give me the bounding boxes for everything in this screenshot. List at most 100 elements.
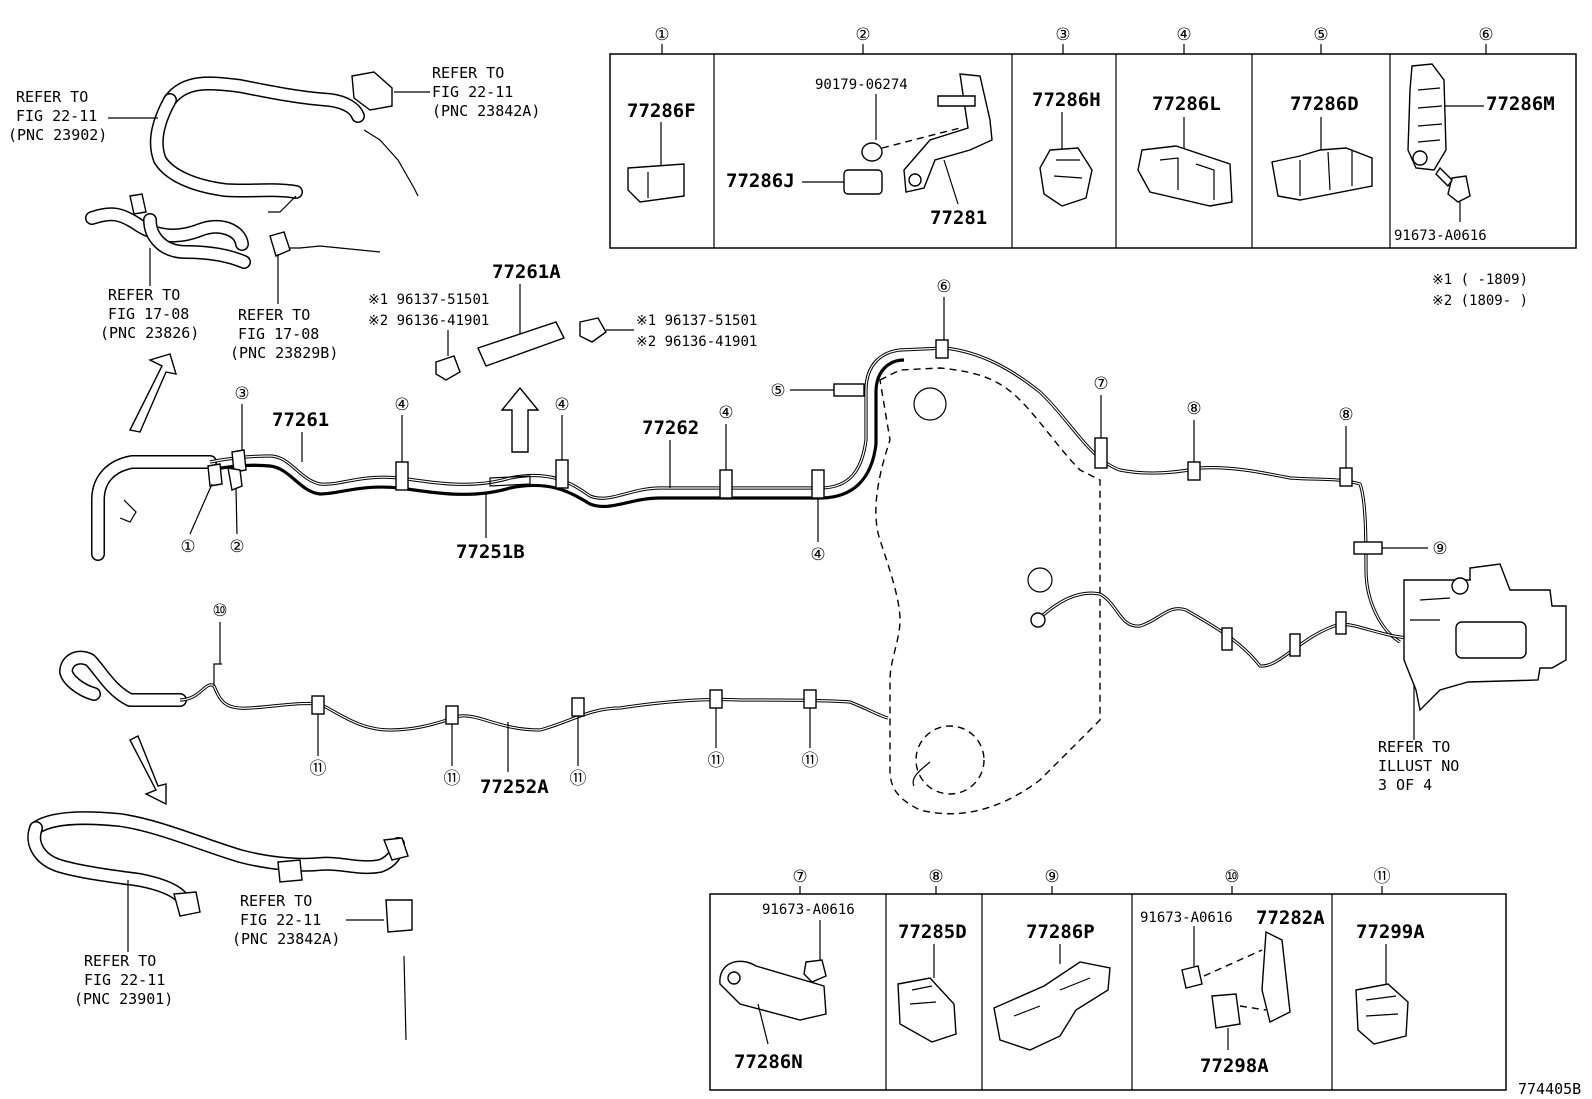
- clip-branch-c: [1335, 611, 1347, 635]
- callout-11d: ⑪: [708, 751, 725, 771]
- clip-9: [1353, 541, 1383, 555]
- ref-illust-l3: 3 OF 4: [1378, 776, 1432, 794]
- clip-77286F-icon: [627, 163, 685, 203]
- ref-22-11-23901-l1: REFER TO: [84, 952, 156, 970]
- diagram-id: 774405B: [1518, 1080, 1581, 1098]
- clip-11a: [311, 695, 325, 715]
- ref-17-08-23829B-l2: FIG 17-08: [238, 325, 319, 343]
- part-77299A: 77299A: [1356, 921, 1425, 943]
- arrow-up-left-icon: [128, 353, 178, 433]
- callout-11b: ⑪: [444, 769, 461, 789]
- clip-77286D-icon: [1271, 147, 1373, 201]
- tank-port-upper: [913, 387, 947, 421]
- clip-left-icon: [435, 355, 461, 381]
- bolt-p10-icon: [1181, 965, 1203, 989]
- clip-right-note-1: ※1 96137-51501: [636, 313, 757, 329]
- upper-pipe-assembly: [91, 339, 1567, 740]
- part-77262: 77262: [642, 417, 699, 439]
- tank-port-middle: [1027, 567, 1053, 593]
- ref-22-11-23842A-bottom-l1: REFER TO: [240, 892, 312, 910]
- clip-77299A-icon: [1355, 983, 1409, 1045]
- ref-22-11-23902-l3: (PNC 23902): [8, 126, 107, 144]
- part-90179-06274: 90179-06274: [815, 77, 908, 93]
- clip-2: [227, 467, 243, 491]
- part-77285D: 77285D: [898, 921, 967, 943]
- panel-num-9: ⑨: [1044, 867, 1059, 887]
- callout-2: ②: [229, 537, 244, 557]
- part-77261A: 77261A: [492, 261, 561, 283]
- ref-22-11-23901-l2: FIG 22-11: [84, 971, 165, 989]
- clip-11d: [709, 689, 723, 709]
- lower-pipe-assembly: [59, 650, 889, 806]
- ref-17-08-23829B-l1: REFER TO: [238, 306, 310, 324]
- bracket-77282A-icon: [1261, 930, 1291, 1024]
- callout-8b: ⑧: [1338, 405, 1353, 425]
- clip-8b: [1339, 467, 1353, 487]
- clip-11c: [571, 697, 585, 717]
- hose-77261A-detail: 77261A ※1 96137-51501 ※2 96136-41901 ※1 …: [368, 261, 757, 453]
- panel-num-4: ④: [1176, 25, 1191, 45]
- callout-1: ①: [180, 537, 195, 557]
- panel-num-2: ②: [855, 25, 870, 45]
- hose-77261A-icon: [477, 321, 565, 367]
- clip-4c: [719, 469, 733, 499]
- panel-num-7: ⑦: [792, 867, 807, 887]
- clip-6: [935, 339, 949, 359]
- ref-22-11-23842A-top-l1: REFER TO: [432, 64, 504, 82]
- legend-note-1: ※1 ( -1809): [1432, 272, 1528, 288]
- part-77298A: 77298A: [1200, 1055, 1269, 1077]
- top-left-hose-detail: REFER TO FIG 22-11 (PNC 23842A) REFER TO…: [8, 64, 540, 433]
- part-91673-A0616-top: 91673-A0616: [1394, 228, 1487, 244]
- part-77251B: 77251B: [456, 541, 525, 563]
- part-77286J: 77286J: [726, 170, 795, 192]
- arrow-down-left-icon: [129, 735, 167, 806]
- part-91673-A0616-p7: 91673-A0616: [762, 902, 855, 918]
- ref-22-11-23901-l3: (PNC 23901): [74, 990, 173, 1008]
- part-91673-A0616-p10: 91673-A0616: [1140, 910, 1233, 926]
- clip-1: [207, 463, 223, 487]
- panel-num-5: ⑤: [1313, 25, 1328, 45]
- ref-22-11-23842A-bottom-l2: FIG 22-11: [240, 911, 321, 929]
- clip-77285D-icon: [897, 977, 957, 1043]
- clip-3: [231, 449, 247, 473]
- clip-7: [1094, 437, 1108, 469]
- clip-right-icon: [579, 317, 607, 343]
- callout-11c: ⑪: [570, 769, 587, 789]
- callout-4c: ④: [718, 403, 733, 423]
- callout-6: ⑥: [936, 277, 951, 297]
- callout-11a: ⑪: [310, 759, 327, 779]
- clip-11e: [803, 689, 817, 709]
- clip-right-note-2: ※2 96136-41901: [636, 334, 757, 350]
- ref-17-08-23829B-l3: (PNC 23829B): [230, 344, 338, 362]
- bracket-77286P-icon: [993, 961, 1111, 1051]
- panel-num-8: ⑧: [928, 867, 943, 887]
- ref-illust-l2: ILLUST NO: [1378, 757, 1459, 775]
- callouts: ③ ① ② ④ ④ ④ ④ ⑤ ⑥ ⑦ ⑧ ⑧ ⑨ ⑩ ⑪ ⑪ ⑪ ⑪: [180, 277, 1447, 789]
- arrow-up-icon: [500, 386, 540, 453]
- grommet-icon: [861, 142, 883, 162]
- part-77261: 77261: [272, 409, 329, 431]
- part-77286D: 77286D: [1290, 93, 1359, 115]
- part-77286N: 77286N: [734, 1051, 803, 1073]
- bottom-left-hose-detail: REFER TO FIG 22-11 (PNC 23842A) REFER TO…: [27, 811, 413, 1041]
- callout-7: ⑦: [1093, 374, 1108, 394]
- ref-17-08-23826-l2: FIG 17-08: [108, 305, 189, 323]
- callout-4a: ④: [394, 395, 409, 415]
- top-panel-frame: [609, 53, 1577, 249]
- top-parts-panel: ① ② ③ ④ ⑤ ⑥ 77286F 90179-06274 77286J 77…: [609, 25, 1577, 249]
- callout-11e: ⑪: [802, 751, 819, 771]
- bolt-icon: [1447, 175, 1471, 203]
- fuel-tank-outline: [875, 367, 1101, 815]
- legend-note-2: ※2 (1809- ): [1432, 293, 1528, 309]
- bolt-p7-icon: [803, 959, 827, 983]
- callout-10: ⑩: [212, 601, 227, 621]
- bottom-panel-frame: [709, 893, 1507, 1091]
- part-77282A: 77282A: [1256, 907, 1325, 929]
- clip-left-note-1: ※1 96137-51501: [368, 292, 489, 308]
- clip-8a: [1187, 461, 1201, 481]
- bracket-77286N-icon: [719, 960, 827, 1021]
- ref-17-08-23826-l3: (PNC 23826): [100, 324, 199, 342]
- callout-9: ⑨: [1432, 539, 1447, 559]
- clip-4b: [555, 459, 569, 489]
